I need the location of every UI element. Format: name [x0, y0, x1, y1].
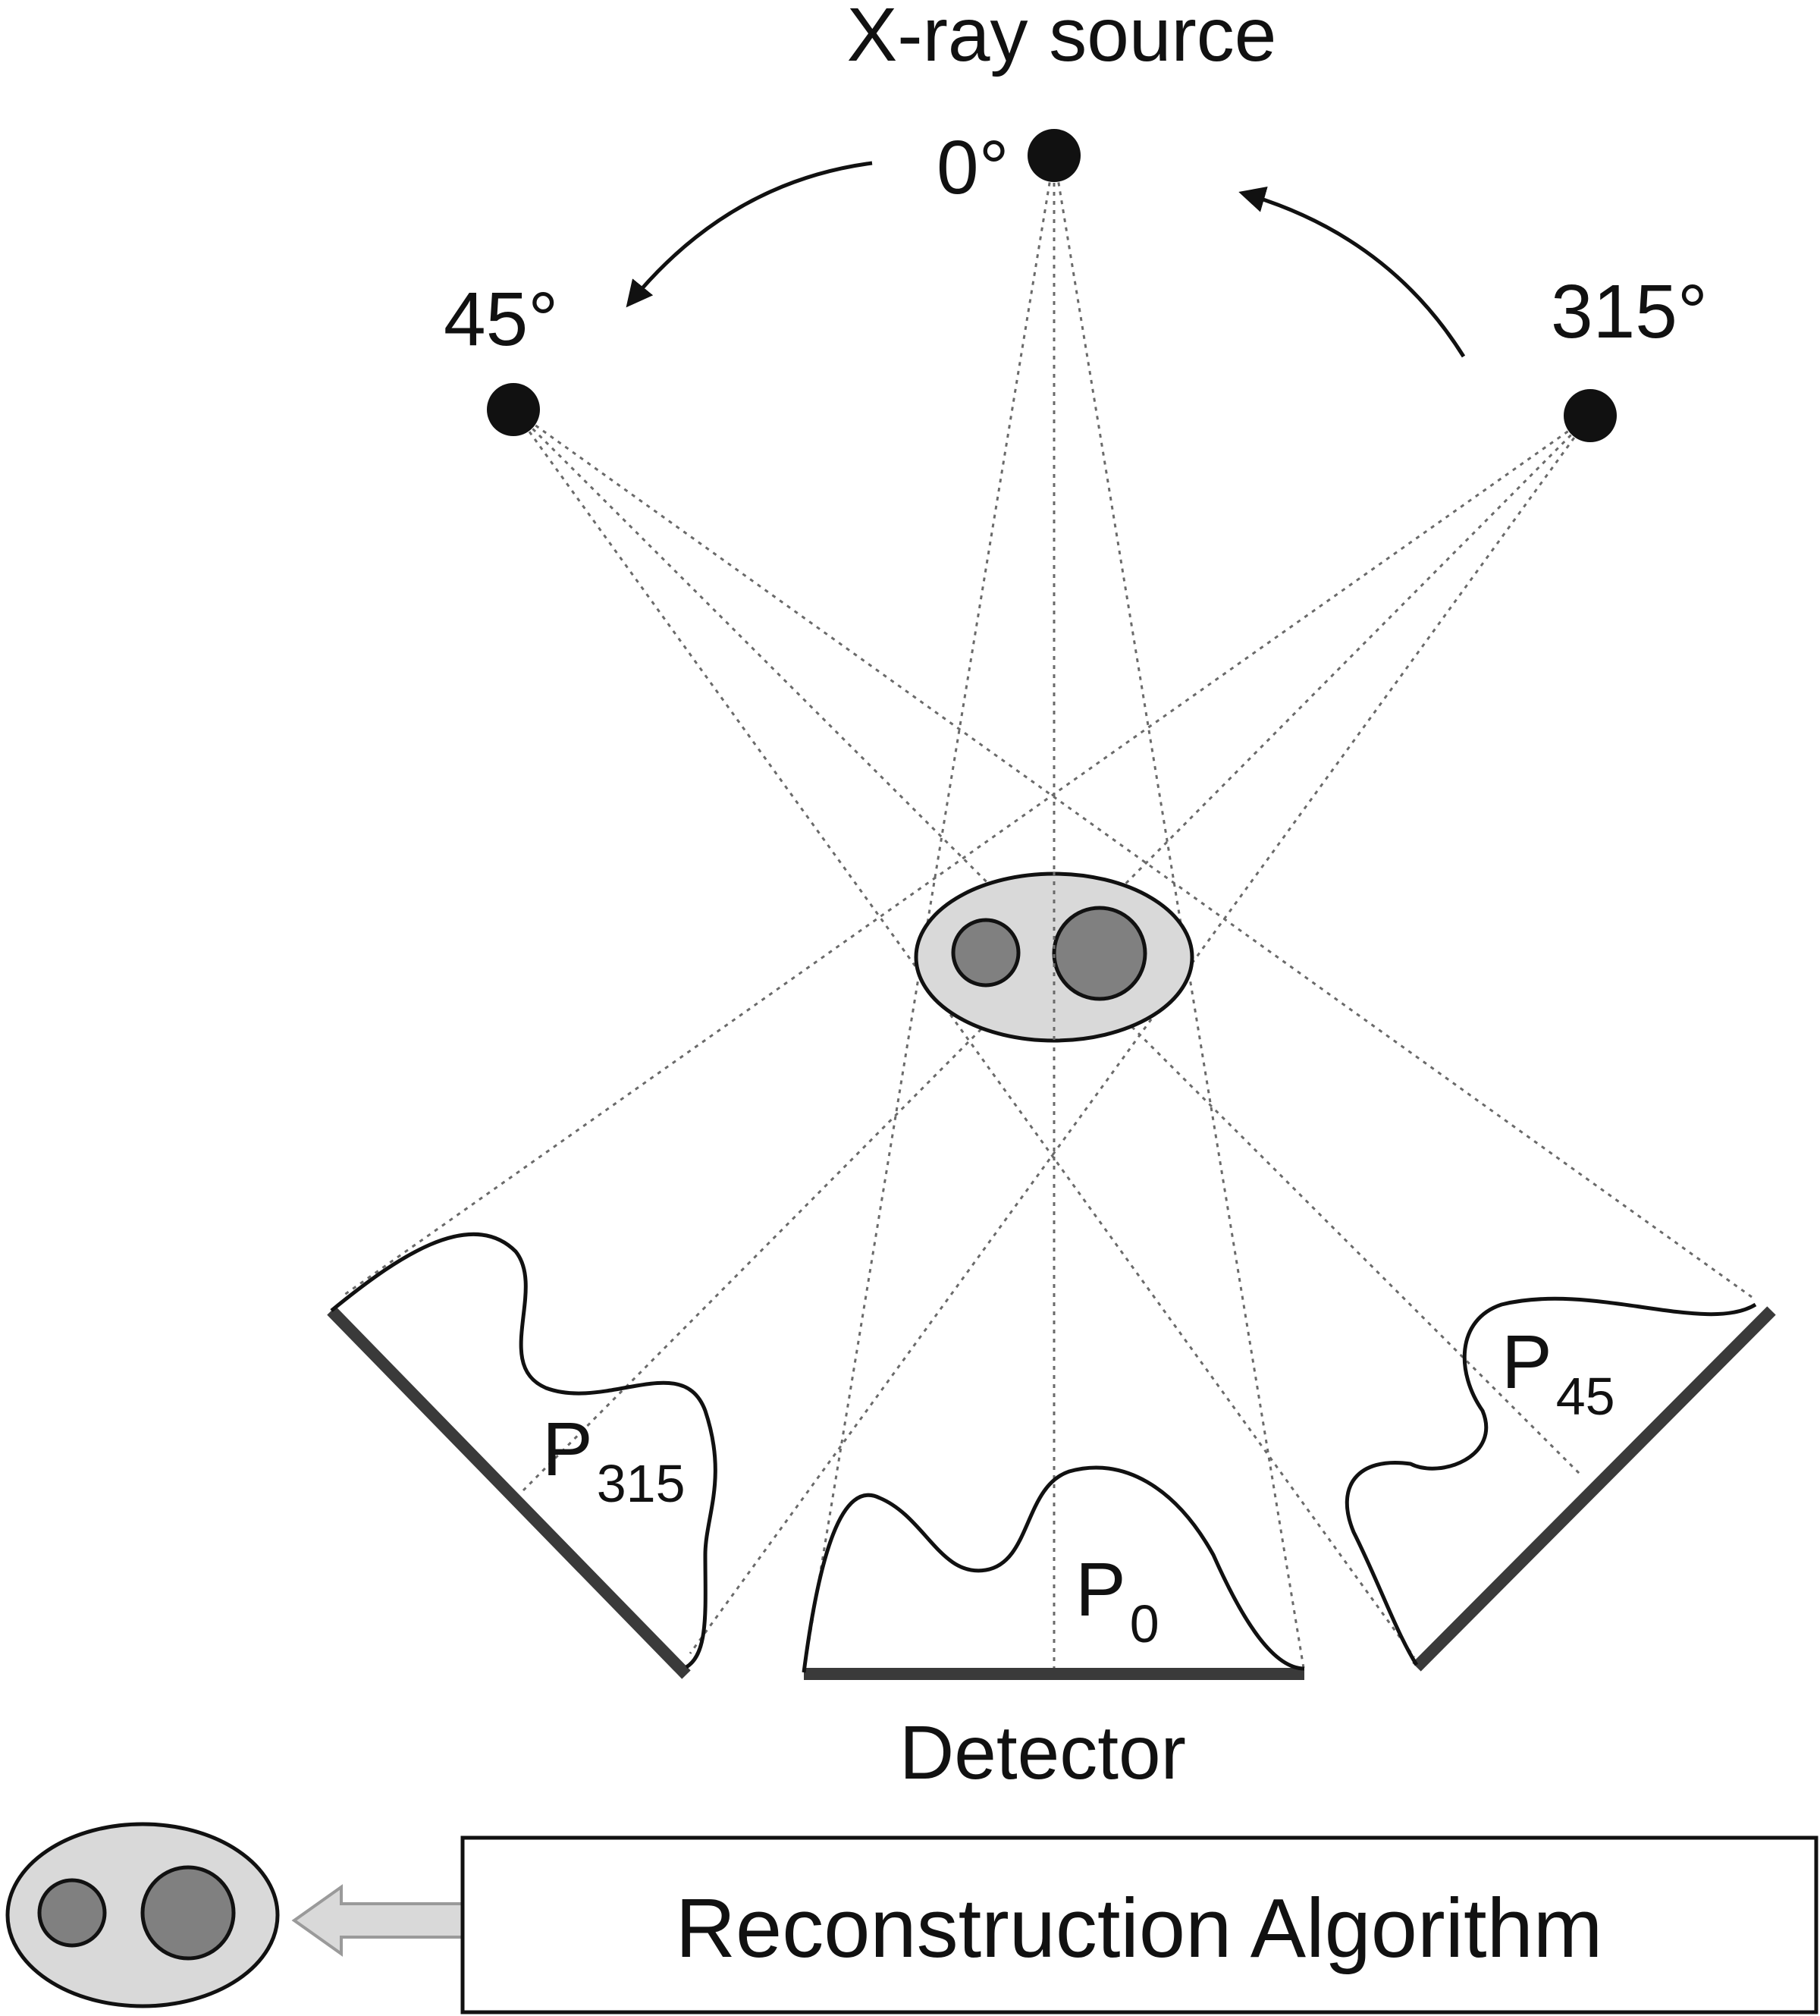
inner-circle-small — [951, 918, 1021, 988]
source-0-dot — [1028, 129, 1081, 182]
detector-label: Detector — [899, 1710, 1186, 1795]
output-arrow-icon — [291, 1884, 464, 1957]
reconstruction-algorithm-label: Reconstruction Algorithm — [676, 1882, 1603, 1975]
p45-label: P45 — [1502, 1320, 1615, 1426]
projection-curve-0 — [802, 1465, 1305, 1673]
angle-45-label: 45° — [444, 277, 558, 362]
p315-label: P315 — [542, 1407, 686, 1513]
angle-315-label: 315° — [1551, 269, 1708, 354]
source-315-dot — [1564, 389, 1617, 442]
rotation-arrow-right — [1238, 186, 1466, 358]
projection-curve-45 — [1345, 1296, 1757, 1666]
detector-315-bar — [327, 1306, 691, 1679]
rays-315 — [340, 414, 1592, 1654]
rotation-arrow-left — [626, 161, 873, 308]
angle-0-label: 0° — [937, 125, 1009, 210]
source-45-dot — [487, 383, 540, 436]
recon-inner-small — [37, 1878, 107, 1948]
rays-45 — [512, 408, 1753, 1658]
p0-label: P0 — [1075, 1547, 1159, 1653]
detector-45-bar — [1412, 1306, 1776, 1672]
reconstructed-object — [5, 1822, 280, 2008]
xray-source-title: X-ray source — [847, 0, 1277, 77]
inner-circle-large — [1052, 906, 1147, 1001]
projection-curve-315 — [330, 1232, 717, 1669]
recon-inner-large — [140, 1865, 236, 1961]
reconstruction-algorithm-box — [460, 1835, 1818, 2014]
